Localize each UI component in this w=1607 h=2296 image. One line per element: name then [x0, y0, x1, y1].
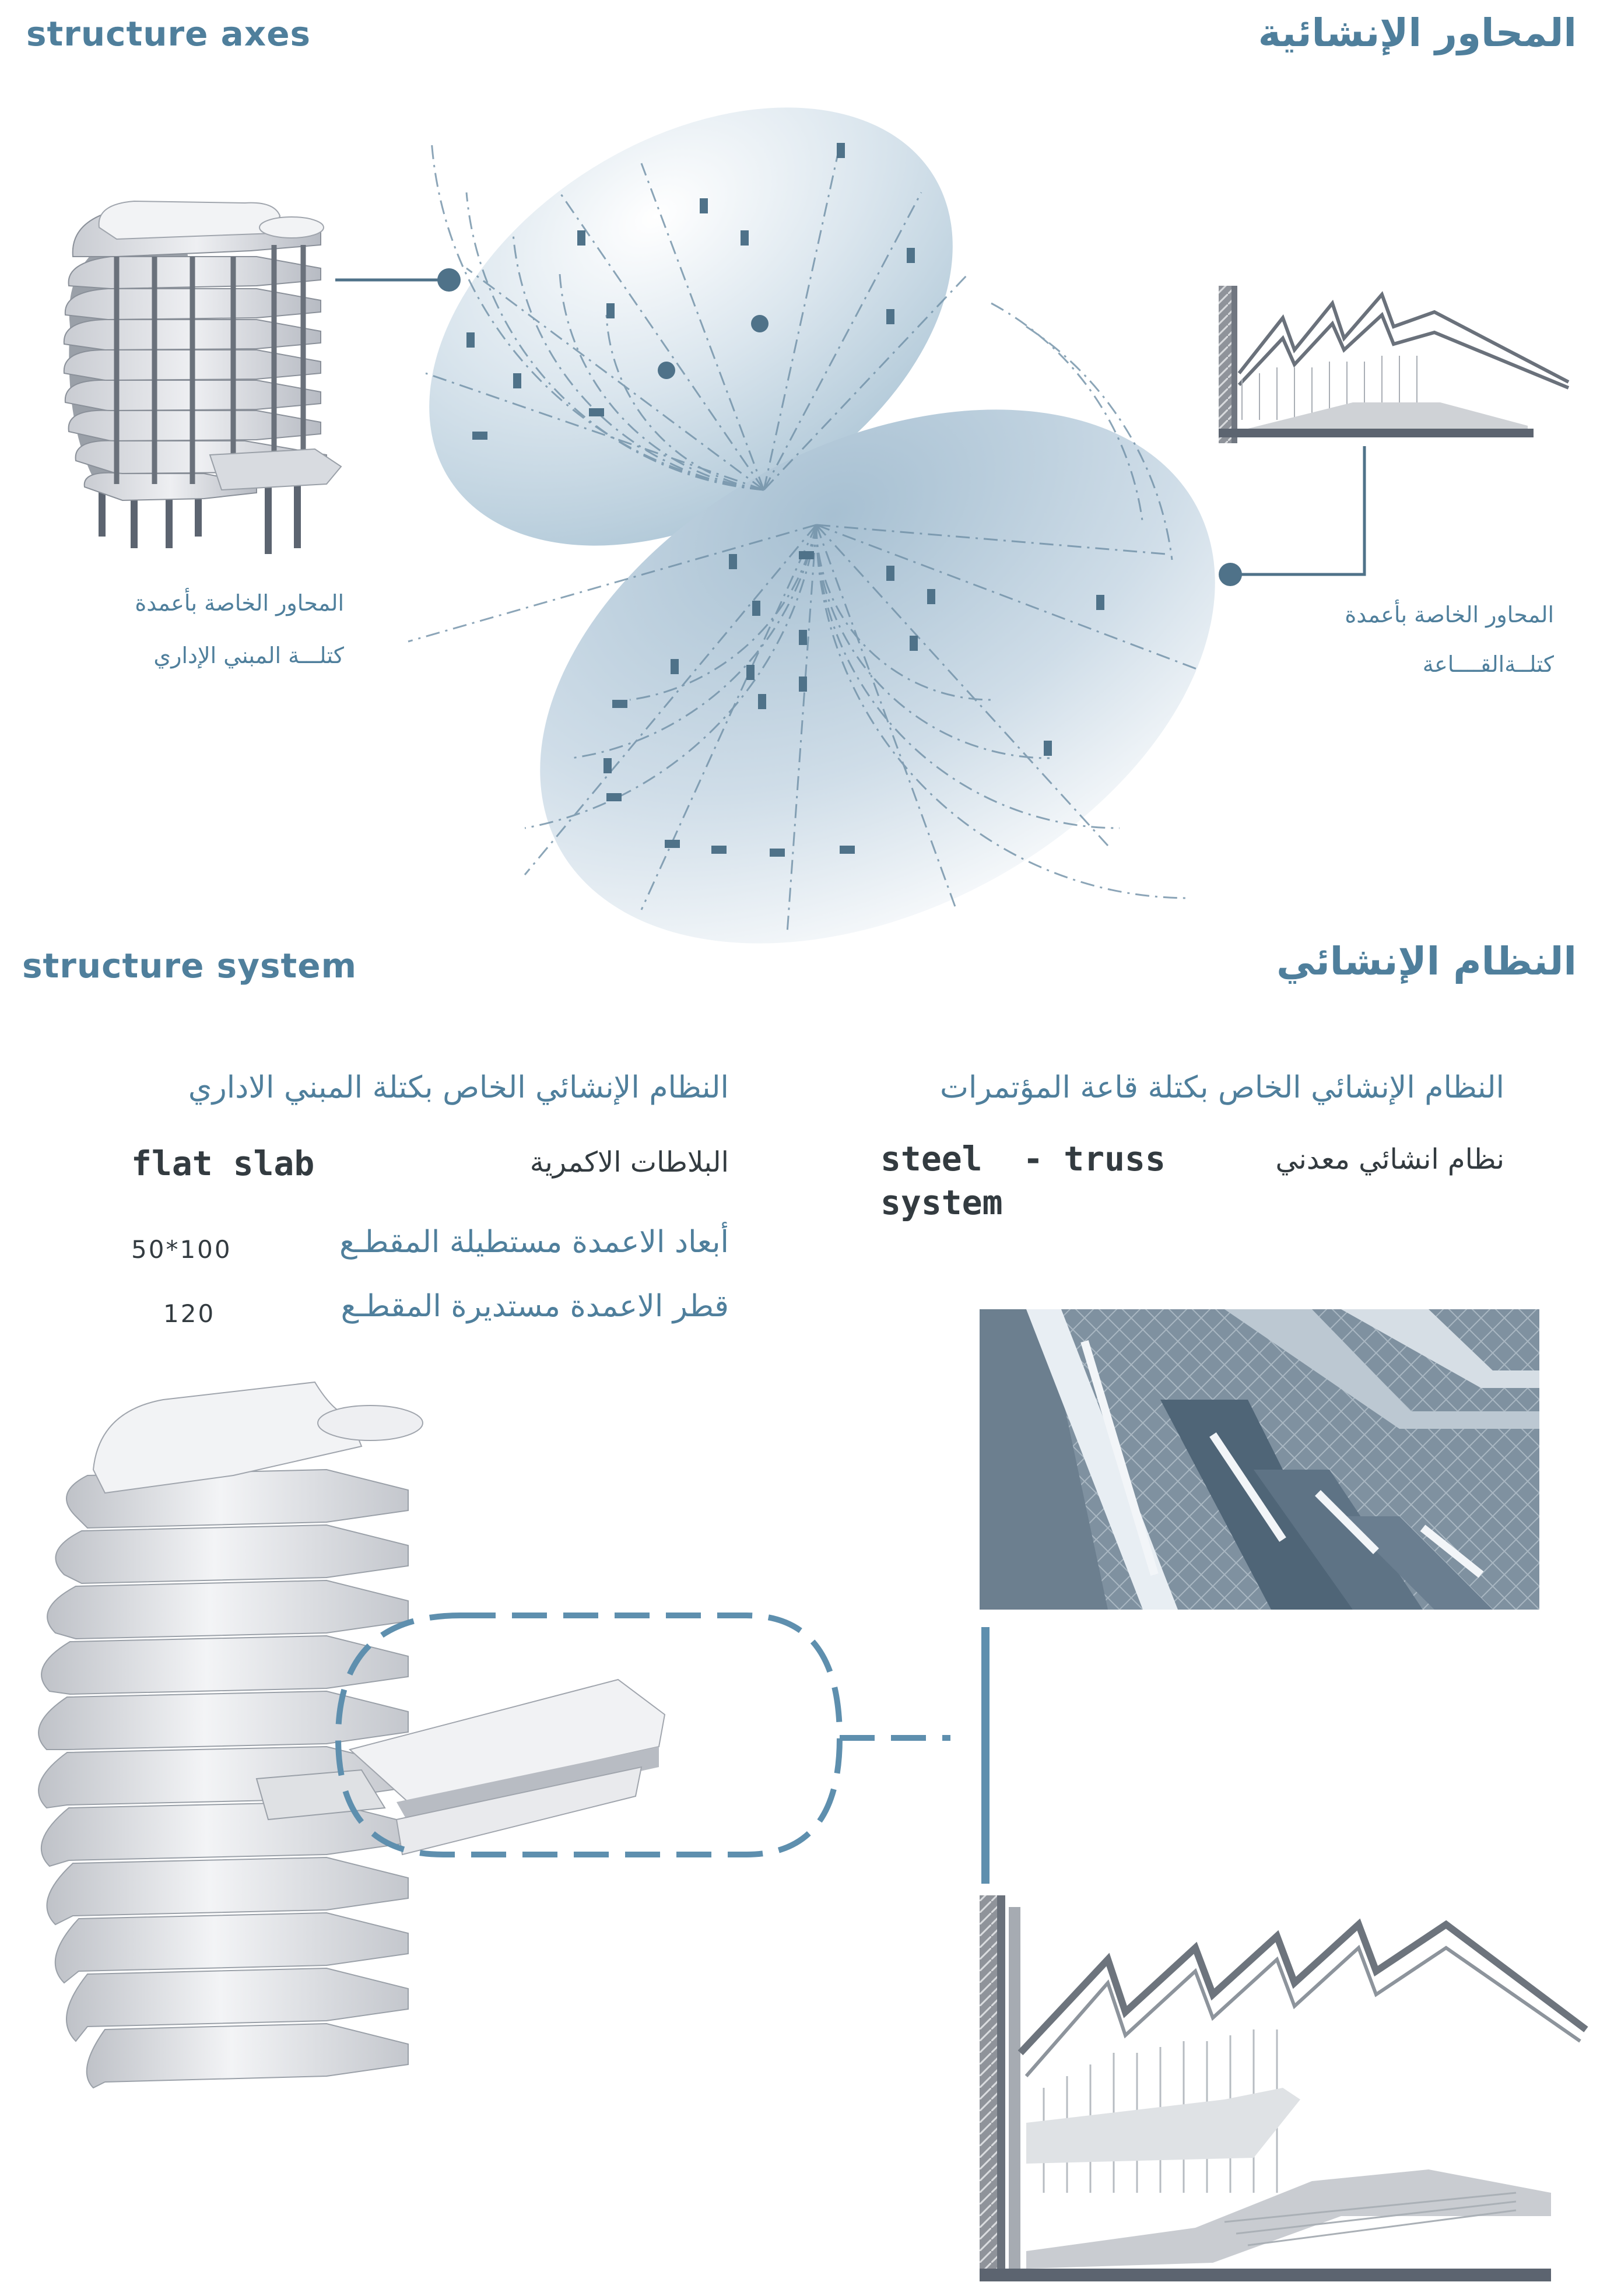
hall-axes-caption-line2: كتلــةالقــــاعة — [1422, 651, 1554, 677]
admin-axes-ellipse — [429, 107, 953, 546]
connector-hall — [1219, 446, 1366, 586]
hall-axes-ellipse — [540, 409, 1215, 944]
admin-axes-caption-line2: كتلـــة المبني الإداري — [153, 643, 344, 668]
structure-axes-diagram — [63, 107, 1570, 944]
axis-column-marks — [466, 143, 1104, 857]
hall-system-type-en-line1: steel - truss — [880, 1139, 1166, 1179]
connector-admin — [335, 268, 769, 379]
structure-axes-title-en: structure axes — [26, 14, 311, 54]
admin-radial-axes — [425, 139, 969, 491]
admin-system-type-ar: البلاطات الاكمرية — [529, 1146, 729, 1179]
admin-tower-render-large — [38, 1381, 666, 2296]
hall-axes-caption-line1: المحاور الخاصة بأعمدة — [1345, 602, 1554, 628]
callout-dashed-outline — [335, 1613, 950, 1857]
steel-truss-photo — [980, 1309, 1539, 1610]
hall-system-type-en-line2: system — [880, 1183, 1003, 1222]
hall-section-render-large — [980, 1895, 1588, 2281]
structure-system-title-ar: النظام الإنشائي — [1276, 939, 1577, 984]
rect-columns-label: أبعاد الاعمدة مستطيلة المقطـع — [339, 1225, 729, 1260]
structure-system-title-en: structure system — [22, 946, 357, 986]
rect-columns-value: 50*100 — [131, 1235, 232, 1264]
admin-tower-render-small — [63, 200, 342, 554]
hall-system-heading: النظام الإنشائي الخاص بكتلة قاعة المؤتمر… — [940, 1070, 1504, 1105]
round-columns-value: 120 — [163, 1299, 216, 1328]
round-columns-label: قطر الاعمدة مستديرة المقطـع — [341, 1289, 729, 1324]
hall-radial-axes — [408, 302, 1202, 934]
admin-system-type-en: flat slab — [131, 1144, 315, 1183]
admin-axes-caption-line1: المحاور الخاصة بأعمدة — [135, 590, 344, 616]
hall-section-render-small — [1219, 286, 1570, 443]
hall-system-type-ar: نظام انشائي معدني — [1275, 1143, 1504, 1176]
admin-system-heading: النظام الإنشائي الخاص بكتلة المبني الادا… — [188, 1070, 729, 1105]
structure-axes-title-ar: المحاور الإنشائية — [1258, 10, 1577, 55]
